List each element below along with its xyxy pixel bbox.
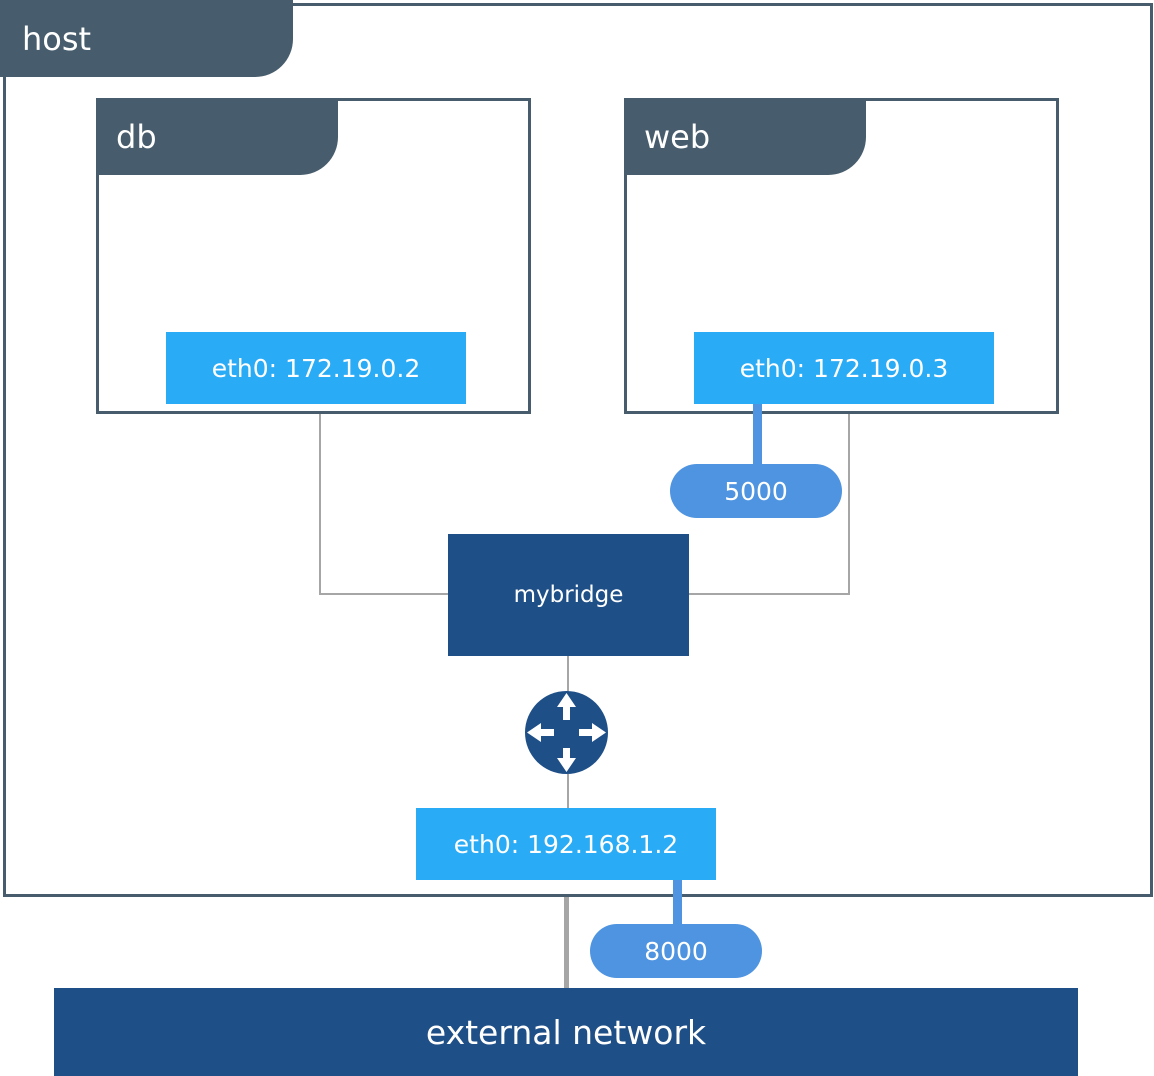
host-label: host: [22, 19, 92, 58]
web-label: web: [644, 117, 711, 156]
db-label: db: [116, 117, 157, 156]
db-label-tab: db: [96, 98, 338, 175]
db-to-bridge-vertical-line: [319, 414, 321, 595]
router-icon: [525, 691, 608, 774]
bridge-box: mybridge: [448, 534, 689, 656]
host-interface: eth0: 192.168.1.2: [416, 808, 716, 880]
web-label-tab: web: [624, 98, 866, 175]
db-interface: eth0: 172.19.0.2: [166, 332, 466, 404]
web-port-badge: 5000: [670, 464, 842, 518]
web-port-connector: [753, 404, 762, 466]
host-frame: [3, 3, 1153, 897]
web-interface: eth0: 172.19.0.3: [694, 332, 994, 404]
host-port-badge: 8000: [590, 924, 762, 978]
external-network-box: external network: [54, 988, 1078, 1076]
host-port-connector: [673, 880, 682, 926]
web-to-bridge-horizontal-line: [689, 593, 850, 595]
db-to-bridge-horizontal-line: [319, 593, 448, 595]
host-label-tab: host: [0, 0, 293, 77]
host-to-external-line: [564, 897, 569, 988]
bridge-to-router-line: [567, 656, 569, 692]
router-to-host-iface-line: [567, 774, 569, 808]
web-to-bridge-vertical-line: [848, 414, 850, 595]
